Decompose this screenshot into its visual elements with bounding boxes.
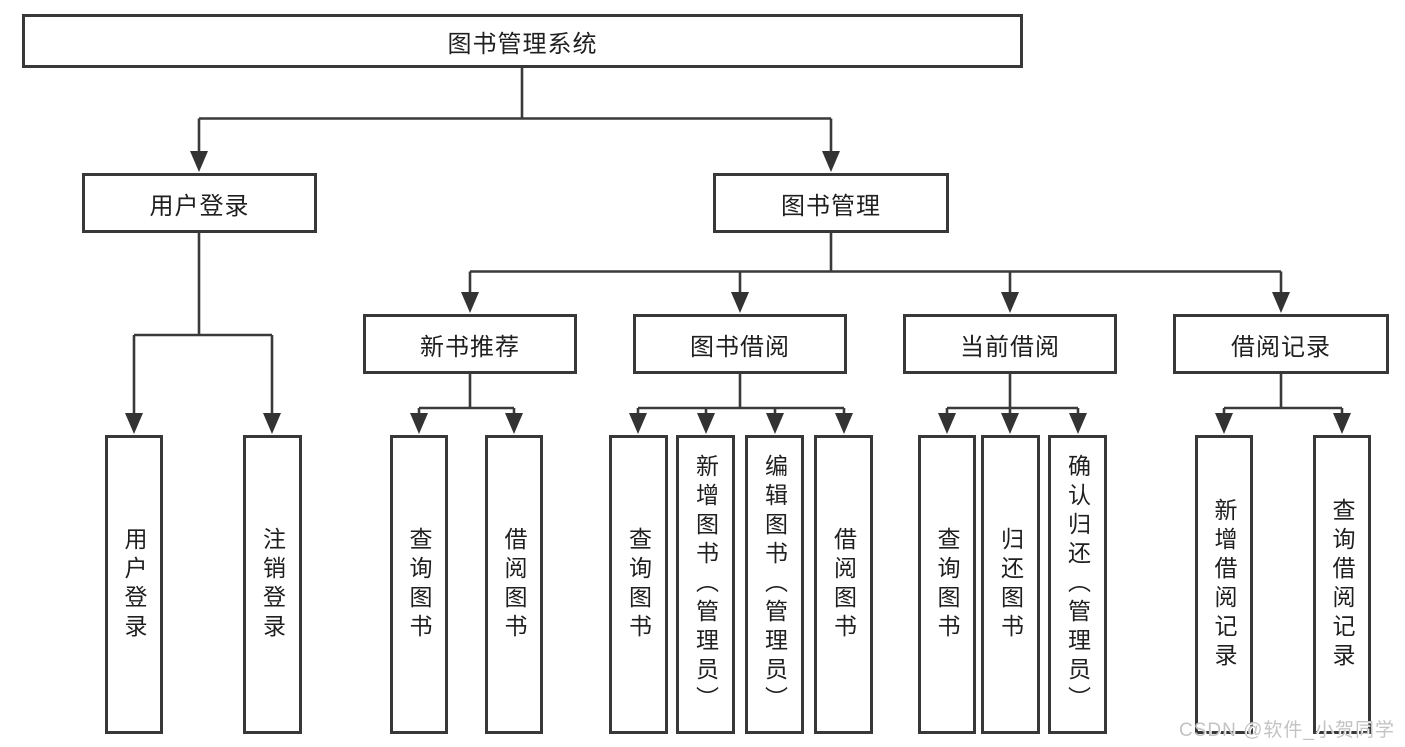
arrowhead bbox=[1215, 413, 1233, 434]
connector-borrowing-to-leaves bbox=[636, 374, 846, 414]
arrowhead bbox=[1001, 292, 1019, 313]
node-leaf-query-books-borrowing: 查询图书 bbox=[609, 435, 668, 734]
arrowhead bbox=[263, 413, 281, 434]
node-leaf-return-books: 归还图书 bbox=[981, 435, 1040, 734]
connector-root-to-level2 bbox=[197, 68, 833, 152]
arrowhead bbox=[505, 413, 523, 434]
node-book-borrowing: 图书借阅 bbox=[633, 314, 847, 374]
node-leaf-edit-books-admin: 编辑图书（管理员） bbox=[745, 435, 804, 734]
connector-current-to-leaves bbox=[945, 374, 1080, 414]
node-borrowing-records: 借阅记录 bbox=[1173, 314, 1389, 374]
connector-bookmgmt-to-level3 bbox=[468, 233, 1283, 293]
arrowhead bbox=[938, 413, 956, 434]
node-leaf-confirm-return-admin: 确认归还（管理员） bbox=[1048, 435, 1107, 734]
node-leaf-add-books-admin: 新增图书（管理员） bbox=[676, 435, 735, 734]
arrowhead bbox=[697, 413, 715, 434]
node-new-book-recommend: 新书推荐 bbox=[363, 314, 577, 374]
node-leaf-query-books-current: 查询图书 bbox=[918, 435, 976, 734]
arrowhead bbox=[1272, 292, 1290, 313]
connector-userlogin-to-leaves bbox=[132, 233, 274, 414]
node-leaf-add-borrow-record: 新增借阅记录 bbox=[1195, 435, 1253, 734]
arrowhead bbox=[629, 413, 647, 434]
arrowhead bbox=[1069, 413, 1087, 434]
arrowhead bbox=[125, 413, 143, 434]
arrowhead bbox=[731, 292, 749, 313]
node-leaf-borrow-books: 借阅图书 bbox=[814, 435, 873, 734]
arrowhead bbox=[822, 151, 840, 172]
arrowhead bbox=[461, 292, 479, 313]
node-library-management-system: 图书管理系统 bbox=[22, 14, 1023, 68]
node-book-management: 图书管理 bbox=[713, 173, 949, 233]
node-leaf-logout: 注销登录 bbox=[243, 435, 302, 734]
node-leaf-borrow-books-recommend: 借阅图书 bbox=[485, 435, 543, 734]
arrowhead bbox=[1001, 413, 1019, 434]
node-leaf-user-login: 用户登录 bbox=[105, 435, 163, 734]
node-leaf-query-borrow-record: 查询借阅记录 bbox=[1313, 435, 1371, 734]
arrowhead bbox=[766, 413, 784, 434]
arrowhead bbox=[835, 413, 853, 434]
arrowhead bbox=[410, 413, 428, 434]
node-leaf-query-books-recommend: 查询图书 bbox=[390, 435, 448, 734]
arrowhead bbox=[190, 151, 208, 172]
arrowhead bbox=[1333, 413, 1351, 434]
node-user-login: 用户登录 bbox=[82, 173, 317, 233]
connector-records-to-leaves bbox=[1222, 374, 1344, 414]
connector-newbook-to-leaves bbox=[417, 374, 516, 414]
node-current-borrowing: 当前借阅 bbox=[903, 314, 1117, 374]
